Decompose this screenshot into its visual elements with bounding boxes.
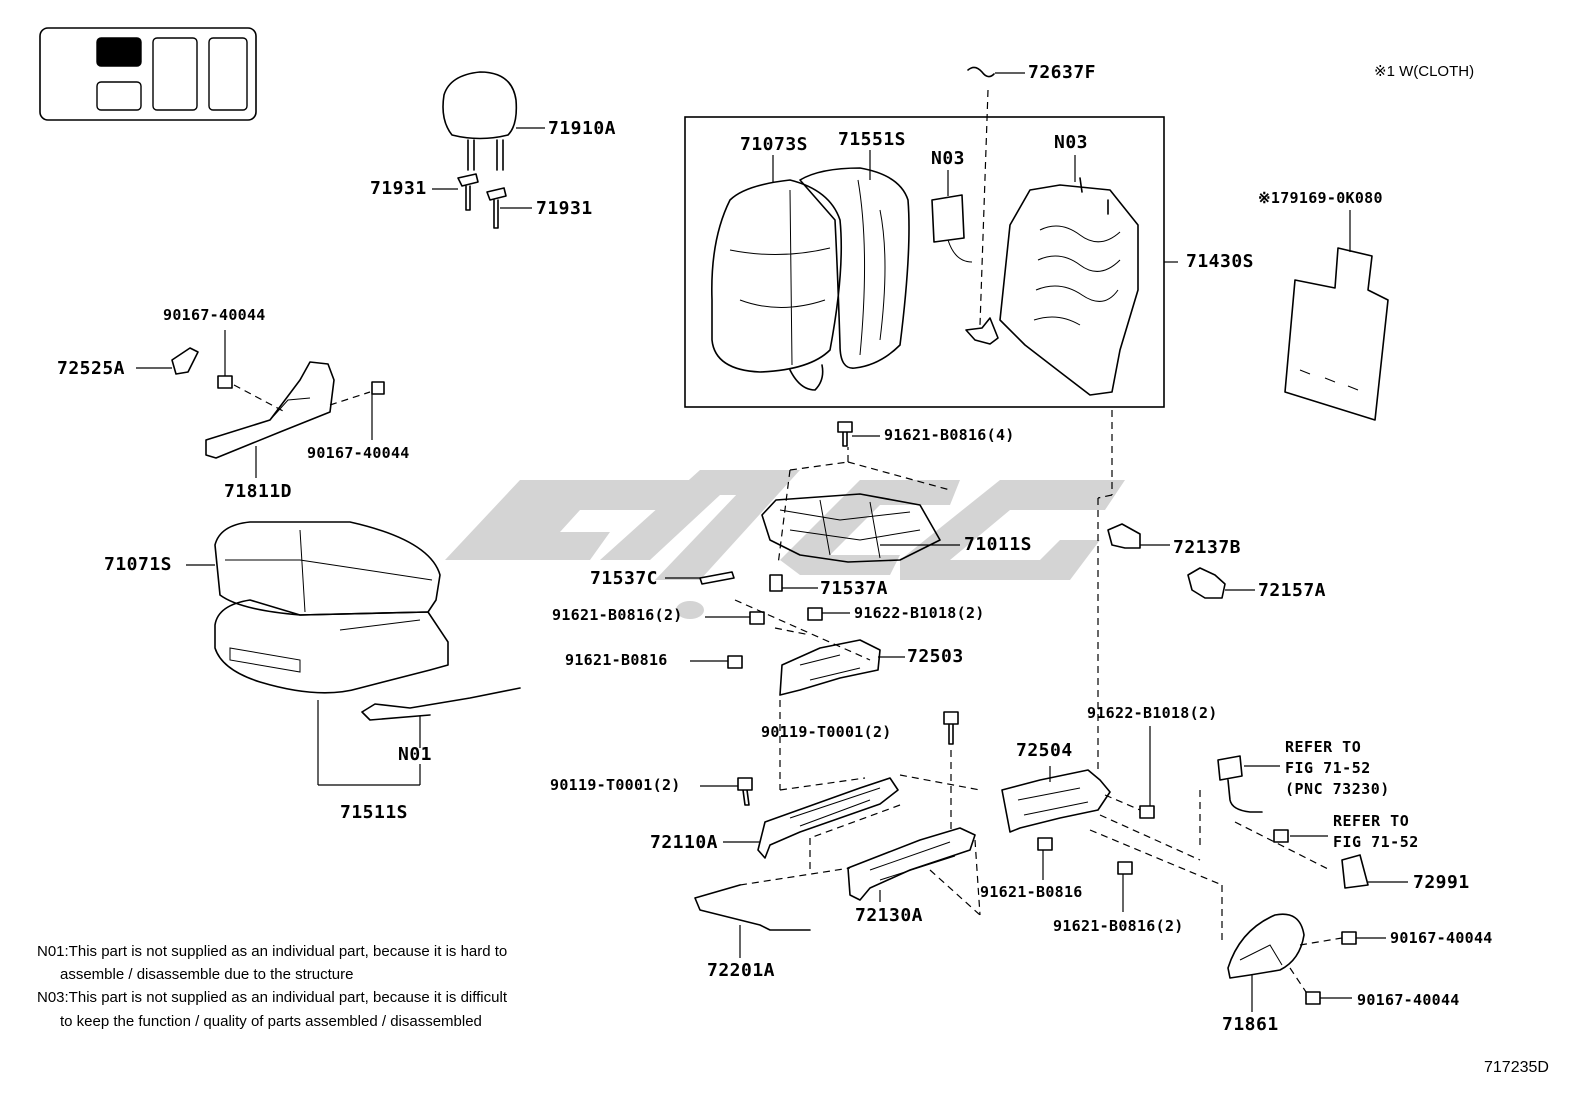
legend-cell — [208, 37, 248, 111]
part-label-71511S: 71511S — [340, 802, 409, 823]
part-label-90167-40044: 90167-40044 — [1357, 991, 1460, 1009]
note-n03-line1: N03:This part is not supplied as an indi… — [37, 989, 507, 1006]
seatbelt-buckle-drawing — [1199, 755, 1408, 889]
part-label-71537C: 71537C — [590, 568, 659, 589]
headrest-guide-drawing — [432, 173, 532, 229]
part-label-72503: 72503 — [907, 646, 964, 667]
part-label-72157A: 72157A — [1258, 580, 1327, 601]
part-label-91621-B0816: 91621-B0816 — [980, 883, 1083, 901]
part-label-71931: 71931 — [370, 178, 427, 199]
seatback-board-drawing — [1284, 210, 1389, 421]
part-label-72137B: 72137B — [1173, 537, 1242, 558]
refer-note-line: REFER TO — [1333, 812, 1410, 830]
part-label-72130A: 72130A — [855, 905, 924, 926]
note-n03-line2: to keep the function / quality of parts … — [60, 1013, 482, 1030]
part-label-91622-B1018-2: 91622-B1018(2) — [1087, 704, 1218, 722]
part-label-71073S: 71073S — [740, 134, 809, 155]
part-label-72201A: 72201A — [707, 960, 776, 981]
seat-cushion-drawing — [186, 521, 521, 786]
footnote-marker: ※1 — [1258, 189, 1281, 207]
part-label-71931: 71931 — [536, 198, 593, 219]
part-label-71910A: 71910A — [548, 118, 617, 139]
part-label-N01: N01 — [398, 744, 433, 765]
part-label-91621-B0816-2: 91621-B0816(2) — [552, 606, 683, 624]
seat-brackets-drawing — [665, 571, 818, 592]
part-label-91621-B0816: 91621-B0816 — [565, 651, 668, 669]
part-label-N03: N03 — [931, 148, 966, 169]
seat-wire-drawing — [694, 867, 851, 958]
part-label-71071S: 71071S — [104, 554, 173, 575]
seat-adjuster-drawing — [690, 599, 905, 790]
cloth-note: ※1 W(CLOTH) — [1374, 63, 1475, 80]
adjuster-bolts-drawing — [700, 711, 959, 830]
seatback-assembly-drawing — [684, 66, 1178, 408]
seat-track-left-drawing — [723, 774, 981, 870]
part-label-90167-40044: 90167-40044 — [1390, 929, 1493, 947]
part-label-71811D: 71811D — [224, 481, 293, 502]
part-label-71861: 71861 — [1222, 1014, 1279, 1035]
part-label-90119-T0001-2: 90119-T0001(2) — [550, 776, 681, 794]
part-label-71551S: 71551S — [838, 129, 907, 150]
part-label-72504: 72504 — [1016, 740, 1073, 761]
part-number: 79169-0K080 — [1280, 189, 1383, 207]
part-label-71537A: 71537A — [820, 578, 889, 599]
part-label-91621-B0816-4: 91621-B0816(4) — [884, 426, 1015, 444]
part-label-91622-B1018-2: 91622-B1018(2) — [854, 604, 985, 622]
legend-cell — [96, 81, 142, 111]
headrest-drawing — [442, 71, 545, 171]
part-label-72991: 72991 — [1413, 872, 1470, 893]
refer-note-line: REFER TO — [1285, 738, 1362, 756]
seat-side-cover-drawing — [1227, 913, 1386, 1012]
part-label-79169-0K080: ※179169-0K080 — [1258, 191, 1383, 206]
figure-code: 717235D — [1484, 1059, 1549, 1076]
legend-cell-highlighted — [96, 37, 142, 67]
note-n01-line1: N01:This part is not supplied as an indi… — [37, 943, 508, 960]
part-label-91621-B0816-2: 91621-B0816(2) — [1053, 917, 1184, 935]
part-label-N03: N03 — [1054, 132, 1089, 153]
refer-note-line: FIG 71-52 — [1285, 759, 1371, 777]
seat-trim-clips-drawing — [1107, 523, 1255, 599]
seat-track-right-drawing — [847, 827, 981, 916]
part-label-71011S: 71011S — [964, 534, 1033, 555]
part-label-90119-T0001-2: 90119-T0001(2) — [761, 723, 892, 741]
part-label-71430S: 71430S — [1186, 251, 1255, 272]
legend-box — [39, 27, 257, 121]
note-n01-line2: assemble / disassemble due to the struct… — [60, 966, 354, 983]
legend-cell — [152, 37, 198, 111]
part-label-90167-40044: 90167-40044 — [307, 444, 410, 462]
part-label-72110A: 72110A — [650, 832, 719, 853]
refer-note-line: (PNC 73230) — [1285, 780, 1390, 798]
seat-adjuster-right-drawing — [1001, 726, 1223, 945]
recliner-cover-drawing — [136, 330, 385, 478]
part-label-72637F: 72637F — [1028, 62, 1097, 83]
refer-note-line: FIG 71-52 — [1333, 833, 1419, 851]
part-label-90167-40044: 90167-40044 — [163, 306, 266, 324]
part-label-72525A: 72525A — [57, 358, 126, 379]
cushion-frame-drawing — [761, 410, 1113, 770]
